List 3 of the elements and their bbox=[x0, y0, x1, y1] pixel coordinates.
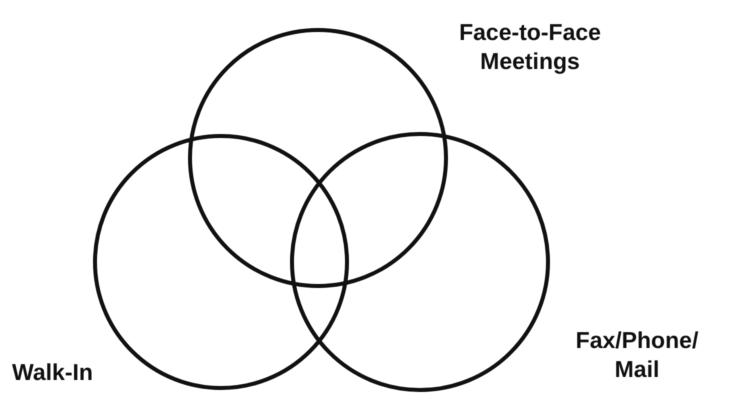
set-label: Walk-In bbox=[12, 358, 142, 387]
set-label: Face-to-Face Meetings bbox=[440, 18, 620, 76]
set-label: Fax/Phone/ Mail bbox=[552, 326, 722, 384]
